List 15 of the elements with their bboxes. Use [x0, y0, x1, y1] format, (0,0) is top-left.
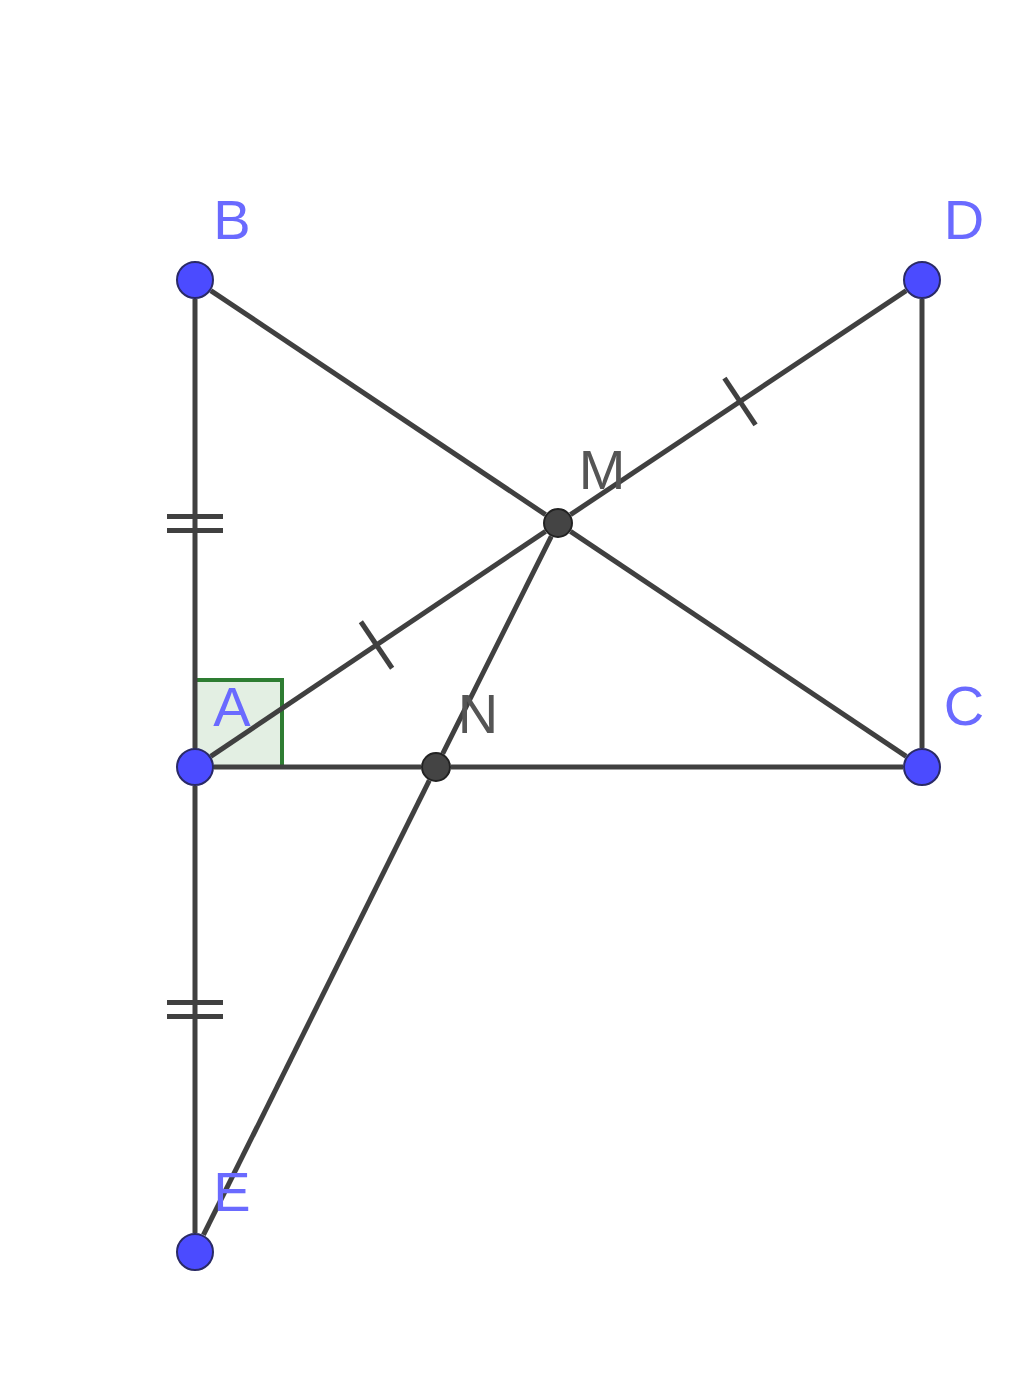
- point-label: D: [943, 192, 985, 248]
- point-label: A: [213, 679, 251, 735]
- segment: [451, 764, 903, 770]
- point-label: M: [578, 442, 626, 498]
- segment: [569, 288, 908, 517]
- point-label: C: [943, 678, 985, 734]
- point-label: N: [457, 686, 499, 742]
- segment: [919, 299, 925, 748]
- segment: [209, 288, 547, 517]
- segment: [192, 299, 198, 748]
- segment: [209, 529, 547, 759]
- point-label: B: [213, 192, 251, 248]
- segment: [214, 764, 421, 770]
- segment: [569, 529, 908, 759]
- segment: [192, 786, 198, 1233]
